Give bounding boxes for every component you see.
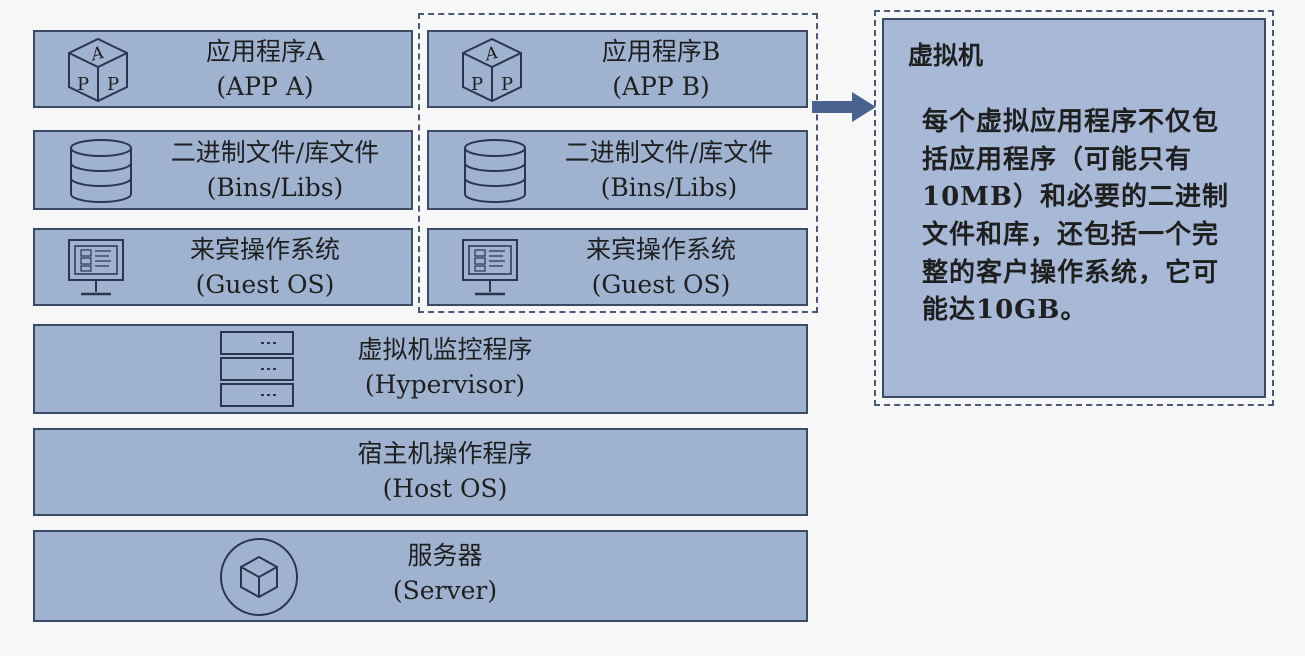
app-b-layer: A P P 应用程序B (APP B) [427, 30, 808, 108]
cube-letter-left: P [77, 74, 89, 95]
guest-a-layer: 来宾操作系统 (Guest OS) [33, 228, 413, 306]
cube-letter-left: P [471, 74, 483, 95]
vm-note-outline [874, 10, 1274, 406]
bins-b-subtitle: (Bins/Libs) [600, 173, 738, 202]
guest-a-title: 来宾操作系统 [189, 235, 340, 264]
bins-a-title: 二进制文件/库文件 [170, 138, 380, 167]
cube-letter-right: P [107, 74, 119, 95]
database-icon [70, 139, 132, 203]
server-label: 服务器 (Server) [370, 538, 520, 608]
server-subtitle: (Server) [392, 576, 498, 605]
bins-a-label: 二进制文件/库文件 (Bins/Libs) [135, 135, 415, 205]
host-os-subtitle: (Host OS) [382, 474, 508, 503]
guest-b-title: 来宾操作系统 [585, 235, 736, 264]
guest-b-subtitle: (Guest OS) [591, 270, 731, 299]
vm-note-title: 虚拟机 [908, 41, 984, 70]
app-b-subtitle: (APP B) [612, 72, 710, 101]
hypervisor-title: 虚拟机监控程序 [357, 335, 533, 364]
app-a-layer: A P P 应用程序A (APP A) [33, 30, 413, 108]
vm-b-outline [418, 13, 818, 313]
right-arrow-icon [812, 92, 876, 122]
server-title: 服务器 [407, 541, 483, 570]
guest-b-layer: 来宾操作系统 (Guest OS) [427, 228, 808, 306]
hypervisor-subtitle: (Hypervisor) [364, 370, 526, 399]
cube-letter-right: P [501, 74, 513, 95]
vm-note-box: 虚拟机 每个虚拟应用程序不仅包括应用程序（可能只有 10MB）和必要的二进制文件… [882, 18, 1266, 398]
monitor-icon [68, 239, 124, 296]
host-os-label: 宿主机操作程序 (Host OS) [320, 436, 570, 506]
vm-note-body: 每个虚拟应用程序不仅包括应用程序（可能只有 10MB）和必要的二进制文件和库，还… [922, 107, 1229, 326]
cube-icon: A P P [462, 37, 522, 103]
bins-a-subtitle: (Bins/Libs) [206, 173, 344, 202]
bins-b-label: 二进制文件/库文件 (Bins/Libs) [529, 135, 809, 205]
bins-a-layer: 二进制文件/库文件 (Bins/Libs) [33, 130, 413, 210]
app-a-label: 应用程序A (APP A) [165, 34, 365, 104]
cube-letter-top: A [481, 43, 500, 66]
app-b-title: 应用程序B [601, 37, 721, 66]
bins-b-layer: 二进制文件/库文件 (Bins/Libs) [427, 130, 808, 210]
app-a-title: 应用程序A [205, 37, 325, 66]
cube-icon: A P P [68, 37, 128, 103]
cube-letter-top: A [87, 43, 106, 66]
server-layer: 服务器 (Server) [33, 530, 808, 622]
guest-a-subtitle: (Guest OS) [195, 270, 335, 299]
host-os-layer: 宿主机操作程序 (Host OS) [33, 428, 808, 516]
host-os-title: 宿主机操作程序 [357, 439, 533, 468]
database-icon [464, 139, 526, 203]
server-rack-icon [220, 331, 294, 407]
bins-b-title: 二进制文件/库文件 [564, 138, 774, 167]
hypervisor-label: 虚拟机监控程序 (Hypervisor) [320, 332, 570, 402]
guest-a-label: 来宾操作系统 (Guest OS) [165, 232, 365, 302]
hexagon-cube-icon [220, 538, 298, 616]
monitor-icon [462, 239, 518, 296]
app-a-subtitle: (APP A) [216, 72, 314, 101]
guest-b-label: 来宾操作系统 (Guest OS) [561, 232, 761, 302]
hypervisor-layer: 虚拟机监控程序 (Hypervisor) [33, 324, 808, 414]
app-b-label: 应用程序B (APP B) [561, 34, 761, 104]
